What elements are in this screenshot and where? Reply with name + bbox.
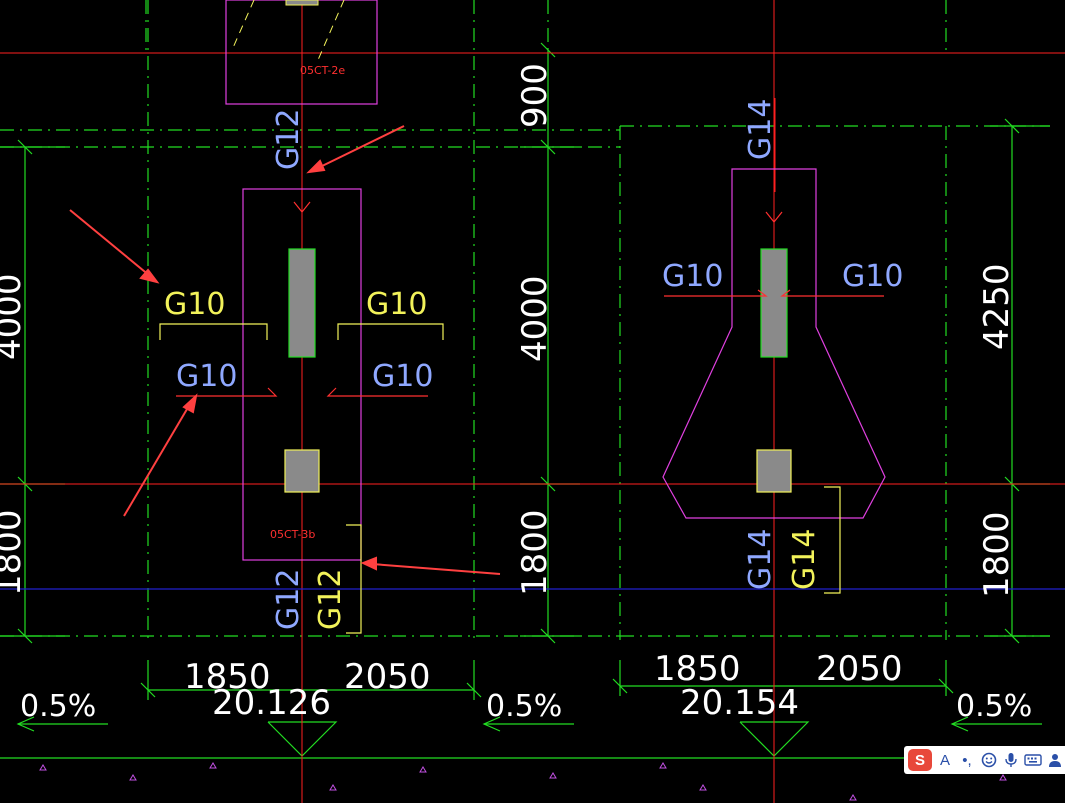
label-g12-bottom-yellow: G12	[313, 569, 348, 630]
keyboard-icon[interactable]	[1024, 751, 1042, 769]
section-cut-marks	[159, 201, 884, 634]
top-column-stub	[285, 0, 319, 6]
slope-label-1: 0.5%	[20, 689, 96, 724]
tag-top: 05CT-2e	[300, 64, 345, 77]
ime-mode-button[interactable]: A	[939, 751, 950, 769]
column-wall-right	[760, 248, 788, 358]
elevation-right: 20.154	[680, 683, 799, 723]
column-wall-left	[288, 248, 316, 358]
label-g14-bottom-yellow: G14	[787, 529, 822, 590]
slope-label-2: 0.5%	[486, 689, 562, 724]
label-g10-right-right: G10	[842, 259, 903, 294]
slope-label-3: 0.5%	[956, 689, 1032, 724]
ime-logo-icon[interactable]: S	[908, 749, 932, 771]
tag-mid: 05CT-3b	[270, 528, 315, 541]
label-g14-bottom-blue: G14	[743, 529, 778, 590]
label-g10-yellow-left: G10	[164, 287, 225, 322]
user-icon[interactable]	[1046, 751, 1064, 769]
dim-1850-right: 1850	[654, 649, 741, 689]
dim-4000-mid: 4000	[515, 275, 555, 362]
grid-lines-green	[0, 0, 1050, 640]
label-g12-top: G12	[271, 109, 306, 170]
column-square-right	[756, 449, 792, 493]
label-g10-blue-left: G10	[176, 359, 237, 394]
elevation-left: 20.126	[212, 683, 331, 723]
column-square-left	[284, 449, 320, 493]
dim-1850-left: 1850	[184, 657, 271, 697]
dim-2050-right: 2050	[816, 649, 903, 689]
label-g12-bottom-blue: G12	[271, 569, 306, 630]
microphone-icon[interactable]	[1002, 751, 1020, 769]
label-g14-top: G14	[743, 99, 778, 160]
label-g10-yellow-right: G10	[366, 287, 427, 322]
foundation-outlines	[225, 0, 886, 561]
ground-hatching	[39, 762, 1007, 801]
dim-4250: 4250	[977, 263, 1017, 350]
smiley-icon[interactable]	[980, 751, 998, 769]
dim-2050-left: 2050	[344, 657, 431, 697]
top-box-hatch	[231, 0, 345, 61]
ime-punctuation-button[interactable]: •,	[962, 751, 972, 769]
dim-1800-right: 1800	[977, 511, 1017, 598]
ime-toolbar[interactable]: S A •,	[904, 746, 1065, 774]
label-g10-blue-right: G10	[372, 359, 433, 394]
annotation-arrows	[69, 125, 501, 575]
dim-4000-left: 4000	[0, 273, 29, 360]
dim-900: 900	[515, 63, 555, 128]
label-g10-right-left: G10	[662, 259, 723, 294]
dim-1800-left: 1800	[0, 509, 29, 596]
dim-1800-mid: 1800	[515, 509, 555, 596]
